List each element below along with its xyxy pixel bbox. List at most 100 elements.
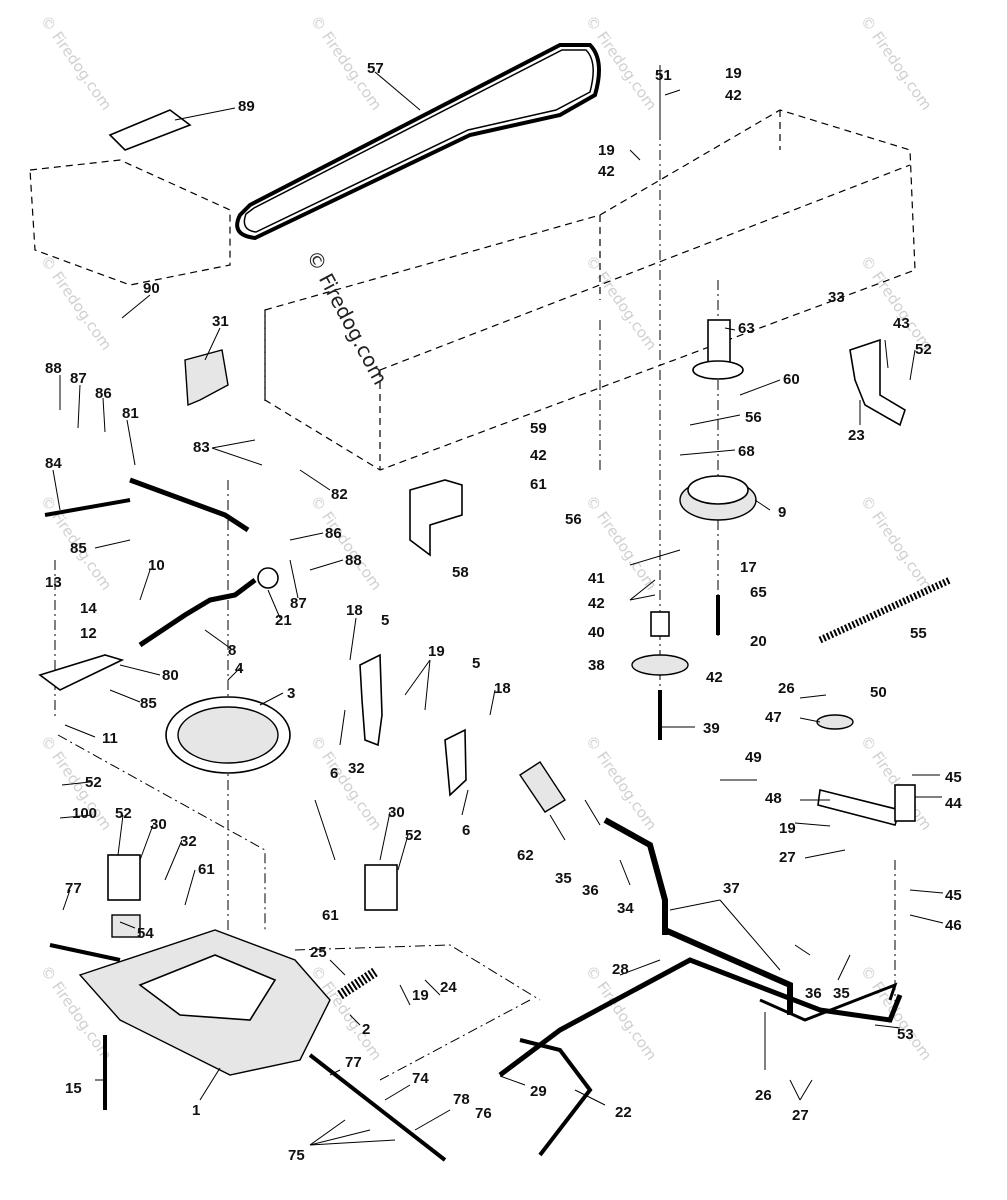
- callout-100: 100: [72, 805, 97, 822]
- callout-63: 63: [738, 320, 755, 337]
- callout-27a: 27: [779, 849, 796, 866]
- callout-50: 50: [870, 684, 887, 701]
- pulley-47: [816, 714, 854, 730]
- callout-22: 22: [615, 1104, 632, 1121]
- callout-28: 28: [612, 961, 629, 978]
- callout-8: 8: [228, 642, 236, 659]
- callout-54: 54: [137, 925, 154, 942]
- shield-31: [184, 349, 229, 407]
- callout-19e: 19: [428, 643, 445, 660]
- callout-35b: 35: [833, 985, 850, 1002]
- callout-36a: 36: [582, 882, 599, 899]
- callout-77b: 77: [345, 1054, 362, 1071]
- pulley-3-inner: [177, 706, 279, 764]
- callout-43: 43: [893, 315, 910, 332]
- callout-75: 75: [288, 1147, 305, 1164]
- callout-48: 48: [765, 790, 782, 807]
- grip-62: [519, 761, 566, 813]
- callout-19a: 19: [725, 65, 742, 82]
- knob-21: [257, 567, 279, 589]
- callout-5a: 5: [381, 612, 389, 629]
- watermark: © Firedog.com: [582, 732, 661, 834]
- callout-85a: 85: [70, 540, 87, 557]
- shaft-81: [129, 477, 250, 533]
- callout-52a: 52: [915, 341, 932, 358]
- callout-61a: 61: [530, 476, 547, 493]
- spacer-40: [650, 611, 670, 637]
- callout-labels: 89 57 90 31 88 87 86 81 84 83 82 85 86 8…: [45, 60, 962, 1164]
- callout-74: 74: [412, 1070, 429, 1087]
- bracket-5a: [359, 653, 383, 747]
- callout-89: 89: [238, 98, 255, 115]
- plate-89: [108, 109, 192, 151]
- watermark: © Firedog.com: [582, 252, 661, 354]
- callout-78: 78: [453, 1091, 470, 1108]
- callout-53: 53: [897, 1026, 914, 1043]
- watermark: © Firedog.com: [37, 12, 116, 114]
- callout-37: 37: [723, 880, 740, 897]
- watermark: © Firedog.com: [307, 732, 386, 834]
- pulley-63: [692, 360, 744, 380]
- callout-9: 9: [778, 504, 786, 521]
- shaft-37: [663, 927, 793, 1015]
- callout-86b: 86: [325, 525, 342, 542]
- plate-80: [38, 654, 125, 691]
- callout-44: 44: [945, 795, 962, 812]
- rod-84: [44, 498, 131, 517]
- callout-45b: 45: [945, 887, 962, 904]
- callout-1: 1: [192, 1102, 200, 1119]
- callout-68: 68: [738, 443, 755, 460]
- callout-85b: 85: [140, 695, 157, 712]
- callout-87a: 87: [70, 370, 87, 387]
- callout-14: 14: [80, 600, 97, 617]
- callout-42b: 42: [598, 163, 615, 180]
- callout-19d: 19: [412, 987, 429, 1004]
- callout-26b: 26: [755, 1087, 772, 1104]
- callout-24: 24: [440, 979, 457, 996]
- callout-81: 81: [122, 405, 139, 422]
- callout-19b: 19: [598, 142, 615, 159]
- callout-19c: 19: [779, 820, 796, 837]
- sleeve-44: [894, 784, 916, 822]
- frame-outline: [29, 109, 916, 471]
- callout-32b: 32: [348, 760, 365, 777]
- callout-5b: 5: [472, 655, 480, 672]
- callout-11: 11: [102, 730, 118, 747]
- callout-84: 84: [45, 455, 62, 472]
- callout-21: 21: [275, 612, 292, 629]
- bracket-30b: [364, 864, 398, 911]
- drive-belt: [235, 43, 601, 241]
- callout-3: 3: [287, 685, 295, 702]
- callout-45a: 45: [945, 769, 962, 786]
- callout-38: 38: [588, 657, 605, 674]
- callout-20: 20: [750, 633, 767, 650]
- callout-65: 65: [750, 584, 767, 601]
- callout-83: 83: [193, 439, 210, 456]
- callout-34: 34: [617, 900, 634, 917]
- callout-39: 39: [703, 720, 720, 737]
- watermark: © Firedog.com: [857, 252, 936, 354]
- callout-42d: 42: [530, 447, 547, 464]
- callout-62: 62: [517, 847, 534, 864]
- callout-55: 55: [910, 625, 927, 642]
- callout-33: 33: [828, 289, 845, 306]
- pulley-38: [631, 654, 689, 676]
- callout-30a: 30: [150, 816, 167, 833]
- callout-52c: 52: [115, 805, 132, 822]
- leader-lines: [52, 65, 944, 1146]
- callout-12: 12: [80, 625, 97, 642]
- callout-15: 15: [65, 1080, 82, 1097]
- bracket-5b: [444, 728, 467, 797]
- rod-34: [603, 817, 668, 935]
- bracket-30a: [107, 854, 141, 901]
- spring-55: [818, 576, 952, 644]
- callout-46: 46: [945, 917, 962, 934]
- callout-29: 29: [530, 1083, 547, 1100]
- callout-76: 76: [475, 1105, 492, 1122]
- assembly-axes: [54, 110, 896, 1081]
- callout-52d: 52: [405, 827, 422, 844]
- callout-6b: 6: [462, 822, 470, 839]
- callout-82: 82: [331, 486, 348, 503]
- callout-18b: 18: [494, 680, 511, 697]
